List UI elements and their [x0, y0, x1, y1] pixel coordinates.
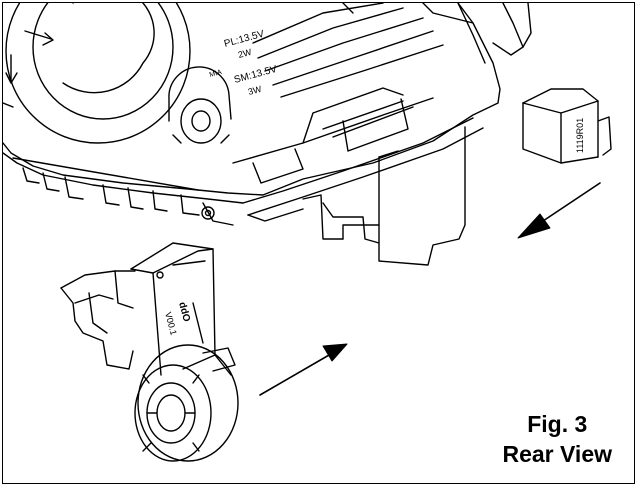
mia-label: MIA — [209, 69, 223, 79]
bracket-assembly: ddO V00.1 — [60, 242, 239, 462]
bracket-marking-2: V00.1 — [163, 311, 179, 336]
figure-caption: Fig. 3 Rear View — [502, 409, 612, 469]
sm-watt-label: 3W — [247, 84, 263, 97]
figure-number: Fig. 3 — [527, 411, 588, 437]
pl-rating-label: PL:13.5V — [223, 29, 266, 50]
figure-view: Rear View — [502, 441, 612, 467]
main-housing — [3, 3, 532, 266]
arrow-bracket — [259, 343, 348, 396]
figure-frame: PL:13.5V 2W MIA SM:13.5V 3W 1119R01 — [2, 2, 635, 484]
cap-part-label: 1119R01 — [575, 118, 585, 153]
voltage-labels: PL:13.5V 2W MIA SM:13.5V 3W — [209, 29, 279, 97]
sm-rating-label: SM:13.5V — [233, 64, 279, 86]
pl-watt-label: 2W — [237, 47, 253, 60]
bracket-marking-1: ddO — [176, 301, 192, 323]
rear-cap-part: 1119R01 — [522, 88, 612, 164]
technical-drawing: PL:13.5V 2W MIA SM:13.5V 3W 1119R01 — [3, 3, 612, 462]
arrow-cap — [517, 182, 601, 239]
